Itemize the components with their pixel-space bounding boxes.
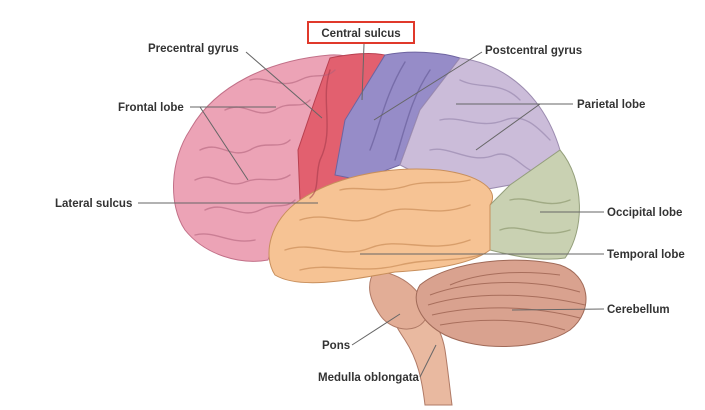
label-cerebellum: Cerebellum <box>607 304 670 316</box>
label-parietal-lobe: Parietal lobe <box>577 99 645 111</box>
occipital-lobe <box>489 149 580 260</box>
label-central-sulcus: Central sulcus <box>321 28 400 40</box>
label-precentral-gyrus: Precentral gyrus <box>148 43 239 55</box>
label-occipital-lobe: Occipital lobe <box>607 207 682 219</box>
label-postcentral-gyrus: Postcentral gyrus <box>485 45 582 57</box>
leader-lines <box>138 43 605 378</box>
label-temporal-lobe: Temporal lobe <box>607 249 685 261</box>
label-medulla-oblongata: Medulla oblongata <box>318 372 420 384</box>
label-lateral-sulcus: Lateral sulcus <box>55 198 132 210</box>
central-sulcus-highlight-box <box>307 21 415 44</box>
gyri-texture <box>194 61 571 271</box>
label-frontal-lobe: Frontal lobe <box>118 102 184 114</box>
cerebellum-folia <box>427 272 586 331</box>
pons <box>369 269 427 330</box>
label-pons: Pons <box>322 340 350 352</box>
